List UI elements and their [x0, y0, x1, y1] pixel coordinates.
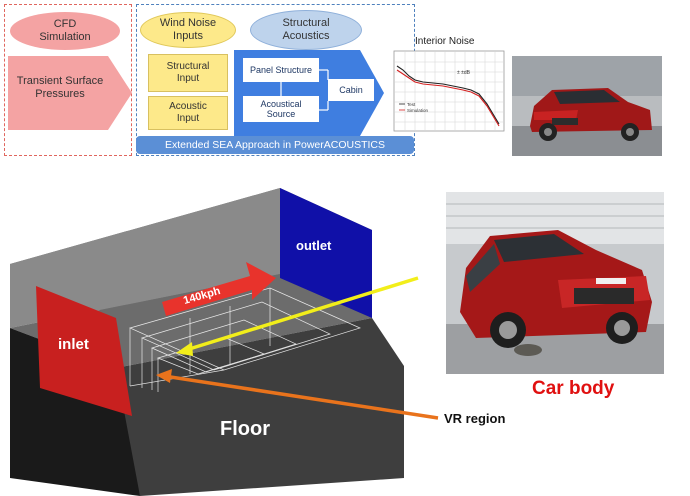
outlet-label: outlet [296, 238, 332, 253]
simulation-series-line [396, 69, 500, 127]
acoustical-source-box: Acoustical Source [243, 96, 319, 122]
yellow-pointer-line [185, 276, 419, 352]
transient-pressures-arrow [8, 56, 132, 130]
vr-region-label: VR region [444, 411, 506, 426]
structural-input-label: Structural Input [166, 61, 210, 84]
panel-structure-box: Panel Structure [243, 58, 319, 82]
orange-pointer-head [156, 369, 172, 383]
yellow-pointer-head [176, 342, 193, 356]
chart-legend: Test Simulation [399, 102, 429, 113]
orange-pointer-line [163, 374, 439, 420]
floor-front-face [116, 318, 404, 496]
inlet-label: inlet [58, 336, 89, 353]
cfd-domain-box [10, 188, 439, 496]
structural-acoustics-ellipse: Structural Acoustics [250, 10, 362, 50]
cabin-label: Cabin [339, 84, 363, 95]
acoustic-input-box: Acoustic Input [148, 96, 228, 130]
domain-back-wall [10, 188, 280, 328]
workflow-connectors [280, 69, 329, 111]
interior-noise-chart: ± ±dB Test Simulation [393, 50, 505, 132]
cfd-simulation-ellipse: CFD Simulation [10, 12, 120, 50]
floor-label: Floor [220, 418, 270, 440]
structural-acoustics-label: Structural Acoustics [282, 17, 330, 42]
acoustical-source-label: Acoustical Source [260, 98, 302, 119]
wind-noise-inputs-label: Wind Noise Inputs [159, 17, 217, 42]
cfd-panel [4, 4, 132, 156]
panel-structure-label: Panel Structure [249, 64, 313, 75]
car-body-label: Car body [532, 378, 615, 399]
cabin-box: Cabin [328, 79, 374, 101]
cfd-simulation-label: CFD Simulation [39, 18, 91, 43]
structural-input-box: Structural Input [148, 54, 228, 92]
interior-noise-title: Interior Noise [415, 36, 475, 47]
wind-noise-inputs-ellipse: Wind Noise Inputs [140, 12, 236, 48]
suv-photo-small [512, 56, 662, 156]
suv-photo-large [446, 192, 664, 374]
speed-arrow [162, 262, 276, 316]
test-series-line [396, 65, 500, 125]
legend-test: Test [407, 102, 416, 107]
svg-text:± ±dB: ± ±dB [457, 70, 471, 76]
legend-simulation: Simulation [407, 108, 429, 113]
sea-approach-label: Extended SEA Approach in PowerACOUSTICS [164, 139, 386, 151]
sea-approach-band: Extended SEA Approach in PowerACOUSTICS [136, 136, 414, 154]
inlet-face [36, 286, 132, 416]
transient-surface-pressures-label: Transient Surface Pressures [16, 75, 104, 101]
outlet-face [280, 188, 372, 318]
acoustic-input-label: Acoustic Input [169, 101, 207, 124]
